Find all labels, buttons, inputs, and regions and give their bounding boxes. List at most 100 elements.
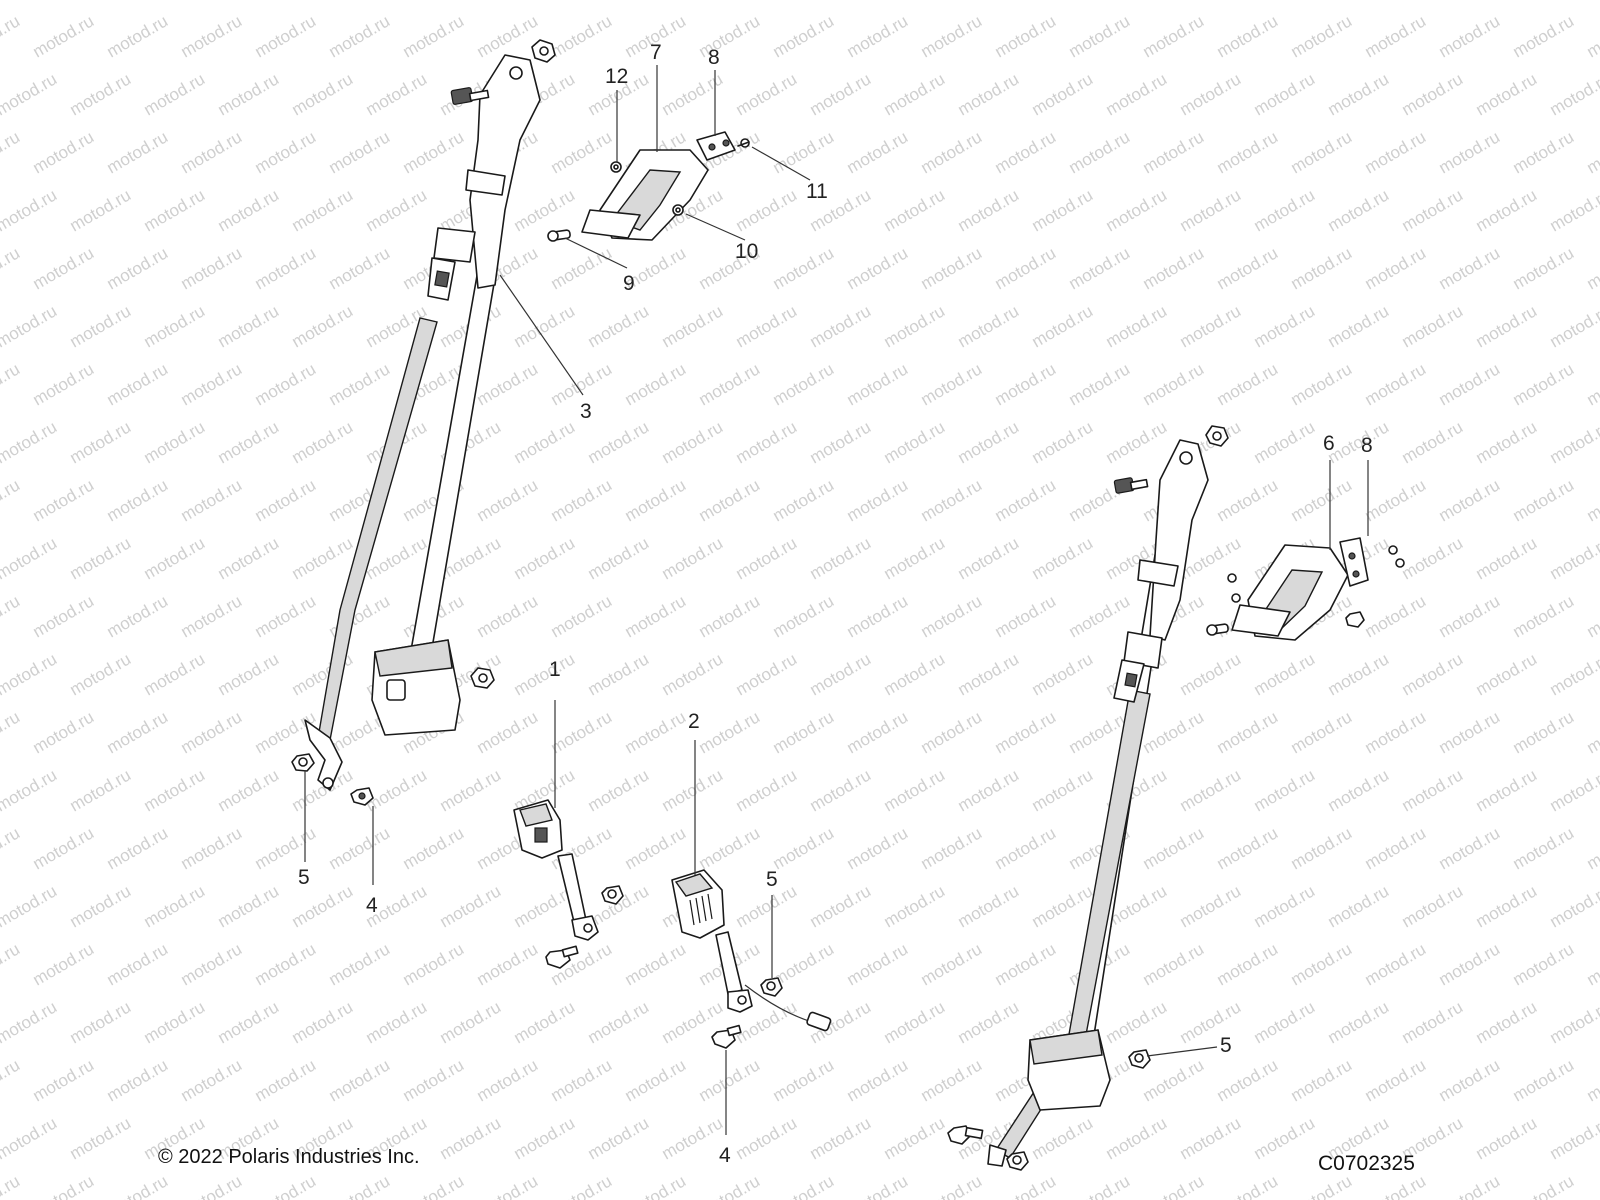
watermark-text: motod.ru [1436,11,1504,61]
watermark-text: motod.ru [511,0,579,3]
callout-10: 10 [735,240,758,263]
watermark-text: motod.ru [622,939,690,989]
watermark-text: motod.ru [992,359,1060,409]
watermark-text: motod.ru [0,359,23,409]
watermark-text: motod.ru [881,185,949,235]
watermark-text: motod.ru [252,11,320,61]
watermark-text: motod.ru [1436,475,1504,525]
watermark-text: motod.ru [215,881,283,931]
watermark-text: motod.ru [1103,417,1171,467]
watermark-text: motod.ru [844,11,912,61]
watermark-text: motod.ru [400,939,468,989]
watermark-text: motod.ru [178,359,246,409]
watermark-text: motod.ru [1362,127,1430,177]
watermark-text: motod.ru [548,1055,616,1105]
watermark-text: motod.ru [1177,69,1245,119]
watermark-text: motod.ru [178,475,246,525]
watermark-text: motod.ru [1584,823,1600,873]
watermark-text: motod.ru [400,823,468,873]
watermark-text: motod.ru [770,1171,838,1200]
watermark-text: motod.ru [67,0,135,3]
watermark-text: motod.ru [770,475,838,525]
watermark-text: motod.ru [1510,1055,1578,1105]
watermark-text: motod.ru [585,997,653,1047]
watermark-text: motod.ru [1177,185,1245,235]
watermark-text: motod.ru [992,475,1060,525]
watermark-text: motod.ru [178,707,246,757]
watermark-text: motod.ru [1473,417,1541,467]
watermark-text: motod.ru [0,417,60,467]
watermark-text: motod.ru [844,127,912,177]
watermark-text: motod.ru [1103,185,1171,235]
watermark-text: motod.ru [215,765,283,815]
watermark-text: motod.ru [1436,127,1504,177]
watermark-text: motod.ru [1029,533,1097,583]
watermark-text: motod.ru [1288,359,1356,409]
watermark-text: motod.ru [0,11,23,61]
watermark-text: motod.ru [1029,881,1097,931]
watermark-text: motod.ru [992,243,1060,293]
watermark-text: motod.ru [918,359,986,409]
watermark-text: motod.ru [141,185,209,235]
watermark-text: motod.ru [437,765,505,815]
watermark-text: motod.ru [1251,1113,1319,1163]
watermark-text: motod.ru [30,11,98,61]
watermark-text: motod.ru [104,939,172,989]
upper-left-guide-bracket [547,131,750,242]
upper-right-guide-bracket [1206,537,1405,641]
watermark-text: motod.ru [1214,1055,1282,1105]
watermark-text: motod.ru [252,243,320,293]
watermark-text: motod.ru [1325,649,1393,699]
watermark-text: motod.ru [1584,475,1600,525]
callout-8a: 8 [708,46,720,69]
watermark-text: motod.ru [622,823,690,873]
watermark-text: motod.ru [807,417,875,467]
watermark-text: motod.ru [1510,939,1578,989]
watermark-text: motod.ru [659,0,727,3]
watermark-text: motod.ru [178,1171,246,1200]
watermark-text: motod.ru [1029,1113,1097,1163]
watermark-text: motod.ru [1399,417,1467,467]
watermark-text: motod.ru [437,997,505,1047]
buckle-assembly-2 [671,869,832,1049]
watermark-text: motod.ru [1029,185,1097,235]
watermark-text: motod.ru [807,649,875,699]
watermark-text: motod.ru [1510,359,1578,409]
right-upper-bolt [1113,477,1149,494]
watermark-text: motod.ru [511,649,579,699]
watermark-text: motod.ru [1399,997,1467,1047]
watermark-text: motod.ru [918,707,986,757]
watermark-text: motod.ru [474,11,542,61]
callout-5a: 5 [298,866,310,889]
watermark-text: motod.ru [1214,475,1282,525]
watermark-text: motod.ru [585,765,653,815]
left-retractor-nut [470,667,495,689]
watermark-text: motod.ru [548,243,616,293]
watermark-text: motod.ru [474,1055,542,1105]
watermark-text: motod.ru [696,823,764,873]
watermark-text: motod.ru [1214,11,1282,61]
watermark-text: motod.ru [400,1171,468,1200]
watermark-text: motod.ru [918,591,986,641]
watermark-text: motod.ru [326,243,394,293]
watermark-text: motod.ru [807,301,875,351]
watermark-text: motod.ru [1029,649,1097,699]
left-upper-nut [531,39,556,63]
watermark-text: motod.ru [881,997,949,1047]
watermark-text: motod.ru [1288,475,1356,525]
watermark-text: motod.ru [1399,301,1467,351]
watermark-text: motod.ru [511,533,579,583]
watermark-text: motod.ru [1510,475,1578,525]
watermark-text: motod.ru [1510,591,1578,641]
right-upper-nut [1205,425,1229,447]
watermark-text: motod.ru [1473,765,1541,815]
watermark-text: motod.ru [585,0,653,3]
watermark-text: motod.ru [1362,11,1430,61]
watermark-text: motod.ru [807,0,875,3]
watermark-text: motod.ru [0,1113,60,1163]
watermark-text: motod.ru [770,591,838,641]
watermark-text: motod.ru [0,127,23,177]
buckle2-bolt [711,1024,742,1049]
bolt-9 [547,229,571,242]
watermark-text: motod.ru [0,1055,23,1105]
